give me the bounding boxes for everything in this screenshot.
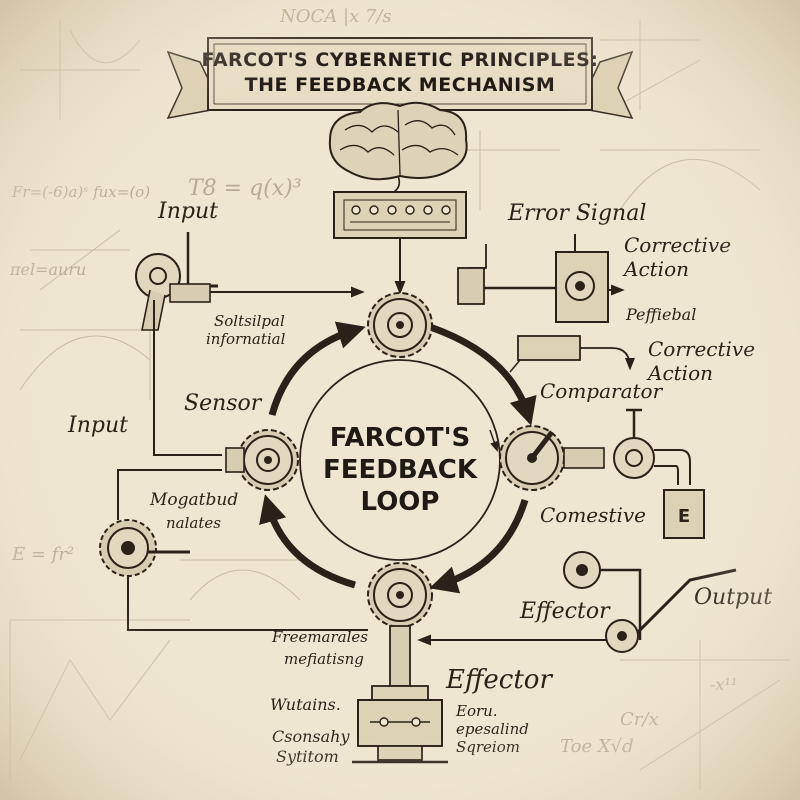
- label-comestive: Comestive: [540, 503, 646, 527]
- label-eoru-a: Eoru.: [455, 702, 498, 720]
- formula-8: -x¹¹: [710, 675, 737, 694]
- label-eoru-b: epesalind: [456, 720, 529, 738]
- formula-1: Fr=(-6)a)ˢ fux=(o): [11, 183, 150, 201]
- label-effector-right: Effector: [519, 599, 611, 624]
- label-eoru-c: Sqreiom: [456, 738, 520, 756]
- label-wutains: Wutains.: [270, 695, 341, 714]
- label-corrective-action-1b: Action: [622, 257, 689, 281]
- formula-5: E = fr²: [11, 544, 74, 565]
- formula-6: Toe X√d: [560, 736, 634, 757]
- label-output: Output: [694, 585, 772, 610]
- label-mogatbud-b: nalates: [166, 514, 221, 532]
- center-title-line2: FEEDBACK: [323, 455, 478, 485]
- label-sensorial-a: Soltsilpal: [214, 312, 285, 330]
- formula-3: πel=auru: [9, 260, 86, 279]
- label-csonsahy-a: Csonsahy: [272, 727, 350, 746]
- label-freemarales-a: Freemarales: [271, 628, 368, 646]
- label-csonsahy-b: Sytitom: [276, 747, 339, 766]
- label-error-signal: Error Signal: [507, 201, 646, 226]
- label-input-top: Input: [157, 199, 218, 224]
- svg-text:E: E: [678, 506, 690, 527]
- effector-gear-bottom: [367, 562, 433, 628]
- center-title-line3: LOOP: [361, 487, 440, 517]
- label-mogatbud-a: Mogatbud: [149, 490, 238, 510]
- center-title-line1: FARCOT'S: [330, 423, 471, 453]
- formula-4: NOCA |x 7/s: [279, 6, 392, 27]
- label-corrective-action-2a: Corrective: [648, 337, 755, 361]
- label-corrective-action-1a: Corrective: [624, 233, 731, 257]
- label-effector-bottom: Effector: [445, 665, 553, 695]
- label-peffiebal: Peffiebal: [625, 305, 696, 324]
- formula-7: Cr/x: [620, 709, 659, 730]
- label-input-left: Input: [67, 413, 128, 438]
- label-comparator: Comparator: [540, 379, 664, 403]
- top-gear: [367, 292, 433, 358]
- formula-2: T8 = q(x)³: [188, 176, 302, 201]
- banner-title-line1: FARCOT'S CYBERNETIC PRINCIPLES:: [202, 49, 599, 71]
- label-sensorial-b: infornatial: [206, 330, 286, 348]
- label-freemarales-b: mefiatisng: [284, 650, 364, 668]
- banner-title-line2: THE FEEDBACK MECHANISM: [245, 74, 556, 96]
- label-sensor: Sensor: [184, 391, 263, 416]
